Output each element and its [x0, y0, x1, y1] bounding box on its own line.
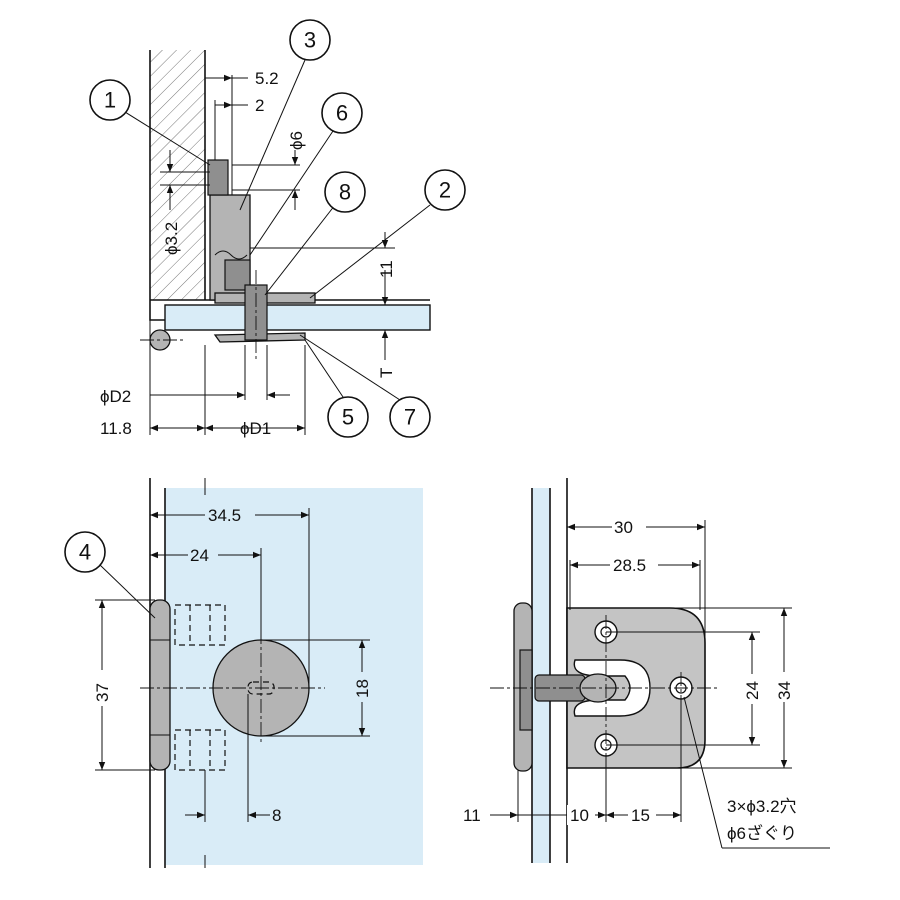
- dim-11-8: 11.8: [100, 419, 132, 438]
- callout-1: 1: [104, 88, 116, 113]
- callout-4: 4: [79, 540, 91, 565]
- callout-5: 5: [342, 405, 354, 430]
- dim-11-plate: 11: [463, 806, 481, 825]
- dim-t: T: [377, 368, 396, 378]
- callout-2: 2: [439, 178, 451, 203]
- callout-8: 8: [339, 180, 351, 205]
- hinge-leaf: [149, 599, 171, 771]
- glass-door-section: [164, 304, 431, 331]
- dim-phi-d1: ϕD1: [240, 419, 271, 438]
- hole-note-line1: 3×ϕ3.2穴: [727, 797, 797, 816]
- callout-7: 7: [404, 405, 416, 430]
- callout-6: 6: [336, 101, 348, 126]
- dim-24-plate: 24: [743, 681, 762, 700]
- dim-34-5: 34.5: [208, 506, 241, 525]
- dim-2: 2: [255, 96, 264, 115]
- front-view: 34.5 24 37 18 8 4: [64, 478, 423, 868]
- dim-34: 34: [775, 681, 794, 700]
- dim-phi-d2: ϕD2: [100, 387, 131, 406]
- callout-3: 3: [304, 28, 316, 53]
- side-section-view: 5.2 2 ϕ6 ϕ3.2 11 T ϕD2 11.8 ϕ: [89, 19, 466, 438]
- dim-24-front: 24: [190, 546, 209, 565]
- dim-28-5: 28.5: [613, 556, 646, 575]
- dim-30: 30: [614, 518, 633, 537]
- dim-10: 10: [570, 806, 589, 825]
- dim-18: 18: [353, 679, 372, 698]
- dim-11: 11: [377, 260, 396, 278]
- dim-5-2: 5.2: [255, 69, 279, 88]
- dim-15: 15: [631, 806, 650, 825]
- plate-view: 30 28.5 24 34 11 10 15 3×ϕ3.2穴 ϕ6ざぐり: [463, 478, 830, 863]
- hole-note-line2: ϕ6ざぐり: [727, 823, 797, 843]
- dim-phi6: ϕ6: [287, 131, 306, 150]
- dim-8: 8: [272, 806, 281, 825]
- dim-37: 37: [93, 683, 112, 702]
- wall-section: [150, 50, 205, 300]
- dim-phi3-2: ϕ3.2: [162, 222, 181, 255]
